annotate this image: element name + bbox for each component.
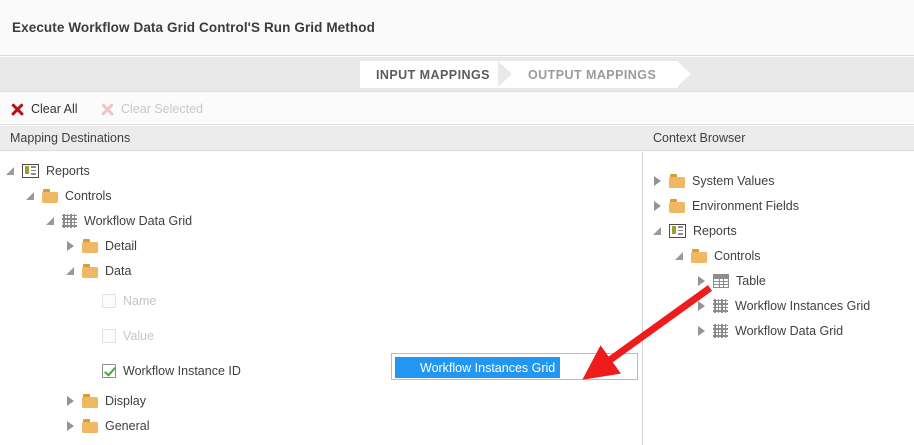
- chevron-down-icon[interactable]: [6, 166, 16, 176]
- tree-node[interactable]: Workflow Data Grid: [697, 318, 843, 343]
- tree-node[interactable]: Name: [86, 288, 156, 313]
- chevron-right-icon[interactable]: [66, 240, 76, 251]
- grid-icon: [713, 323, 728, 338]
- tree-node-label: Detail: [105, 238, 137, 253]
- tree-node-label: Value: [123, 328, 155, 343]
- toolbar: Clear All Clear Selected: [0, 93, 914, 125]
- folder-icon: [82, 263, 98, 278]
- tab-output-mappings-label: OUTPUT MAPPINGS: [527, 67, 657, 82]
- tree-node[interactable]: Value: [86, 323, 154, 348]
- chevron-right-icon[interactable]: [66, 395, 76, 406]
- chevron-down-icon[interactable]: [66, 266, 76, 276]
- mapping-destinations-header: Mapping Destinations: [10, 131, 131, 145]
- tree-node-label: General: [105, 418, 150, 433]
- x-icon: [100, 102, 115, 117]
- folder-icon: [82, 418, 98, 433]
- tree-node[interactable]: Controls: [26, 183, 112, 208]
- tree-node-label: Reports: [693, 223, 737, 238]
- tab-input-mappings[interactable]: INPUT MAPPINGS: [360, 61, 525, 88]
- chevron-right-icon[interactable]: [697, 275, 707, 286]
- report-icon: [22, 163, 39, 178]
- mapping-value-input[interactable]: Workflow Instances Grid: [391, 353, 638, 380]
- tree-node[interactable]: Environment Fields: [653, 193, 799, 218]
- tab-list: INPUT MAPPINGS OUTPUT MAPPINGS: [360, 61, 692, 88]
- tree-node-label: System Values: [692, 173, 775, 188]
- tree-node[interactable]: Reports: [653, 218, 737, 243]
- tree-node-label: Controls: [65, 188, 112, 203]
- chevron-right-icon[interactable]: [66, 420, 76, 431]
- tree-node-label: Workflow Instance ID: [123, 363, 241, 378]
- clear-selected-label: Clear Selected: [121, 102, 203, 116]
- clear-all-button[interactable]: Clear All: [10, 93, 78, 125]
- chevron-down-icon[interactable]: [26, 191, 36, 201]
- tree-node[interactable]: Workflow Instances Grid: [697, 293, 870, 318]
- tree-node-label: Reports: [46, 163, 90, 178]
- chevron-down-icon[interactable]: [46, 216, 56, 226]
- page-title: Execute Workflow Data Grid Control'S Run…: [12, 20, 375, 35]
- chevron-down-icon[interactable]: [653, 226, 663, 236]
- tree-node-label: Workflow Data Grid: [735, 323, 844, 338]
- folder-icon: [669, 198, 685, 213]
- chevron-right-icon[interactable]: [697, 300, 707, 311]
- tree-node[interactable]: Data: [66, 258, 131, 283]
- tree-spacer: [86, 296, 96, 306]
- mapping-value-chip-label: Workflow Instances Grid: [420, 360, 556, 375]
- chevron-right-icon[interactable]: [697, 325, 707, 336]
- tree-node[interactable]: Table: [697, 268, 766, 293]
- chevron-down-icon[interactable]: [675, 251, 685, 261]
- panel-header-band: Mapping Destinations Context Browser: [0, 126, 914, 151]
- clear-all-label: Clear All: [31, 102, 78, 116]
- folder-icon: [42, 188, 58, 203]
- grid-icon: [62, 213, 77, 228]
- tree-spacer: [86, 366, 96, 376]
- tree-node-label: Environment Fields: [692, 198, 799, 213]
- grid-icon: [399, 361, 414, 375]
- tree-node-label: Workflow Instances Grid: [735, 298, 871, 313]
- tree-node[interactable]: Display: [66, 388, 146, 413]
- clear-selected-button: Clear Selected: [100, 93, 203, 125]
- tree-node-label: Table: [736, 273, 766, 288]
- checkbox-checked[interactable]: [102, 363, 116, 378]
- report-icon: [669, 223, 686, 238]
- folder-icon: [669, 173, 685, 188]
- checkbox-unchecked[interactable]: [102, 328, 116, 343]
- tree-node[interactable]: Workflow Instance ID: [86, 358, 241, 383]
- tree-node[interactable]: General: [66, 413, 149, 438]
- folder-icon: [82, 238, 98, 253]
- tab-output-mappings[interactable]: OUTPUT MAPPINGS: [497, 61, 692, 88]
- mapping-value-chip[interactable]: Workflow Instances Grid: [395, 357, 561, 378]
- x-icon: [10, 102, 25, 117]
- tree-node[interactable]: Detail: [66, 233, 137, 258]
- folder-icon: [691, 248, 707, 263]
- table-icon: [713, 273, 729, 288]
- tree-node[interactable]: Workflow Data Grid: [46, 208, 192, 233]
- title-bar: Execute Workflow Data Grid Control'S Run…: [0, 0, 914, 56]
- grid-icon: [713, 298, 728, 313]
- tree-node-label: Name: [123, 293, 157, 308]
- tree-node-label: Controls: [714, 248, 761, 263]
- tree-spacer: [86, 331, 96, 341]
- context-browser-header: Context Browser: [653, 131, 746, 145]
- tree-node-label: Workflow Data Grid: [84, 213, 193, 228]
- tree-node[interactable]: System Values: [653, 168, 774, 193]
- tree-node[interactable]: Reports: [6, 158, 90, 183]
- tree-node[interactable]: Controls: [675, 243, 761, 268]
- tab-input-mappings-label: INPUT MAPPINGS: [376, 67, 490, 82]
- tab-strip: INPUT MAPPINGS OUTPUT MAPPINGS: [0, 57, 914, 92]
- tree-node-label: Data: [105, 263, 132, 278]
- chevron-right-icon[interactable]: [653, 175, 663, 186]
- folder-icon: [82, 393, 98, 408]
- chevron-right-icon[interactable]: [653, 200, 663, 211]
- checkbox-unchecked[interactable]: [102, 293, 116, 308]
- tree-node-label: Display: [105, 393, 146, 408]
